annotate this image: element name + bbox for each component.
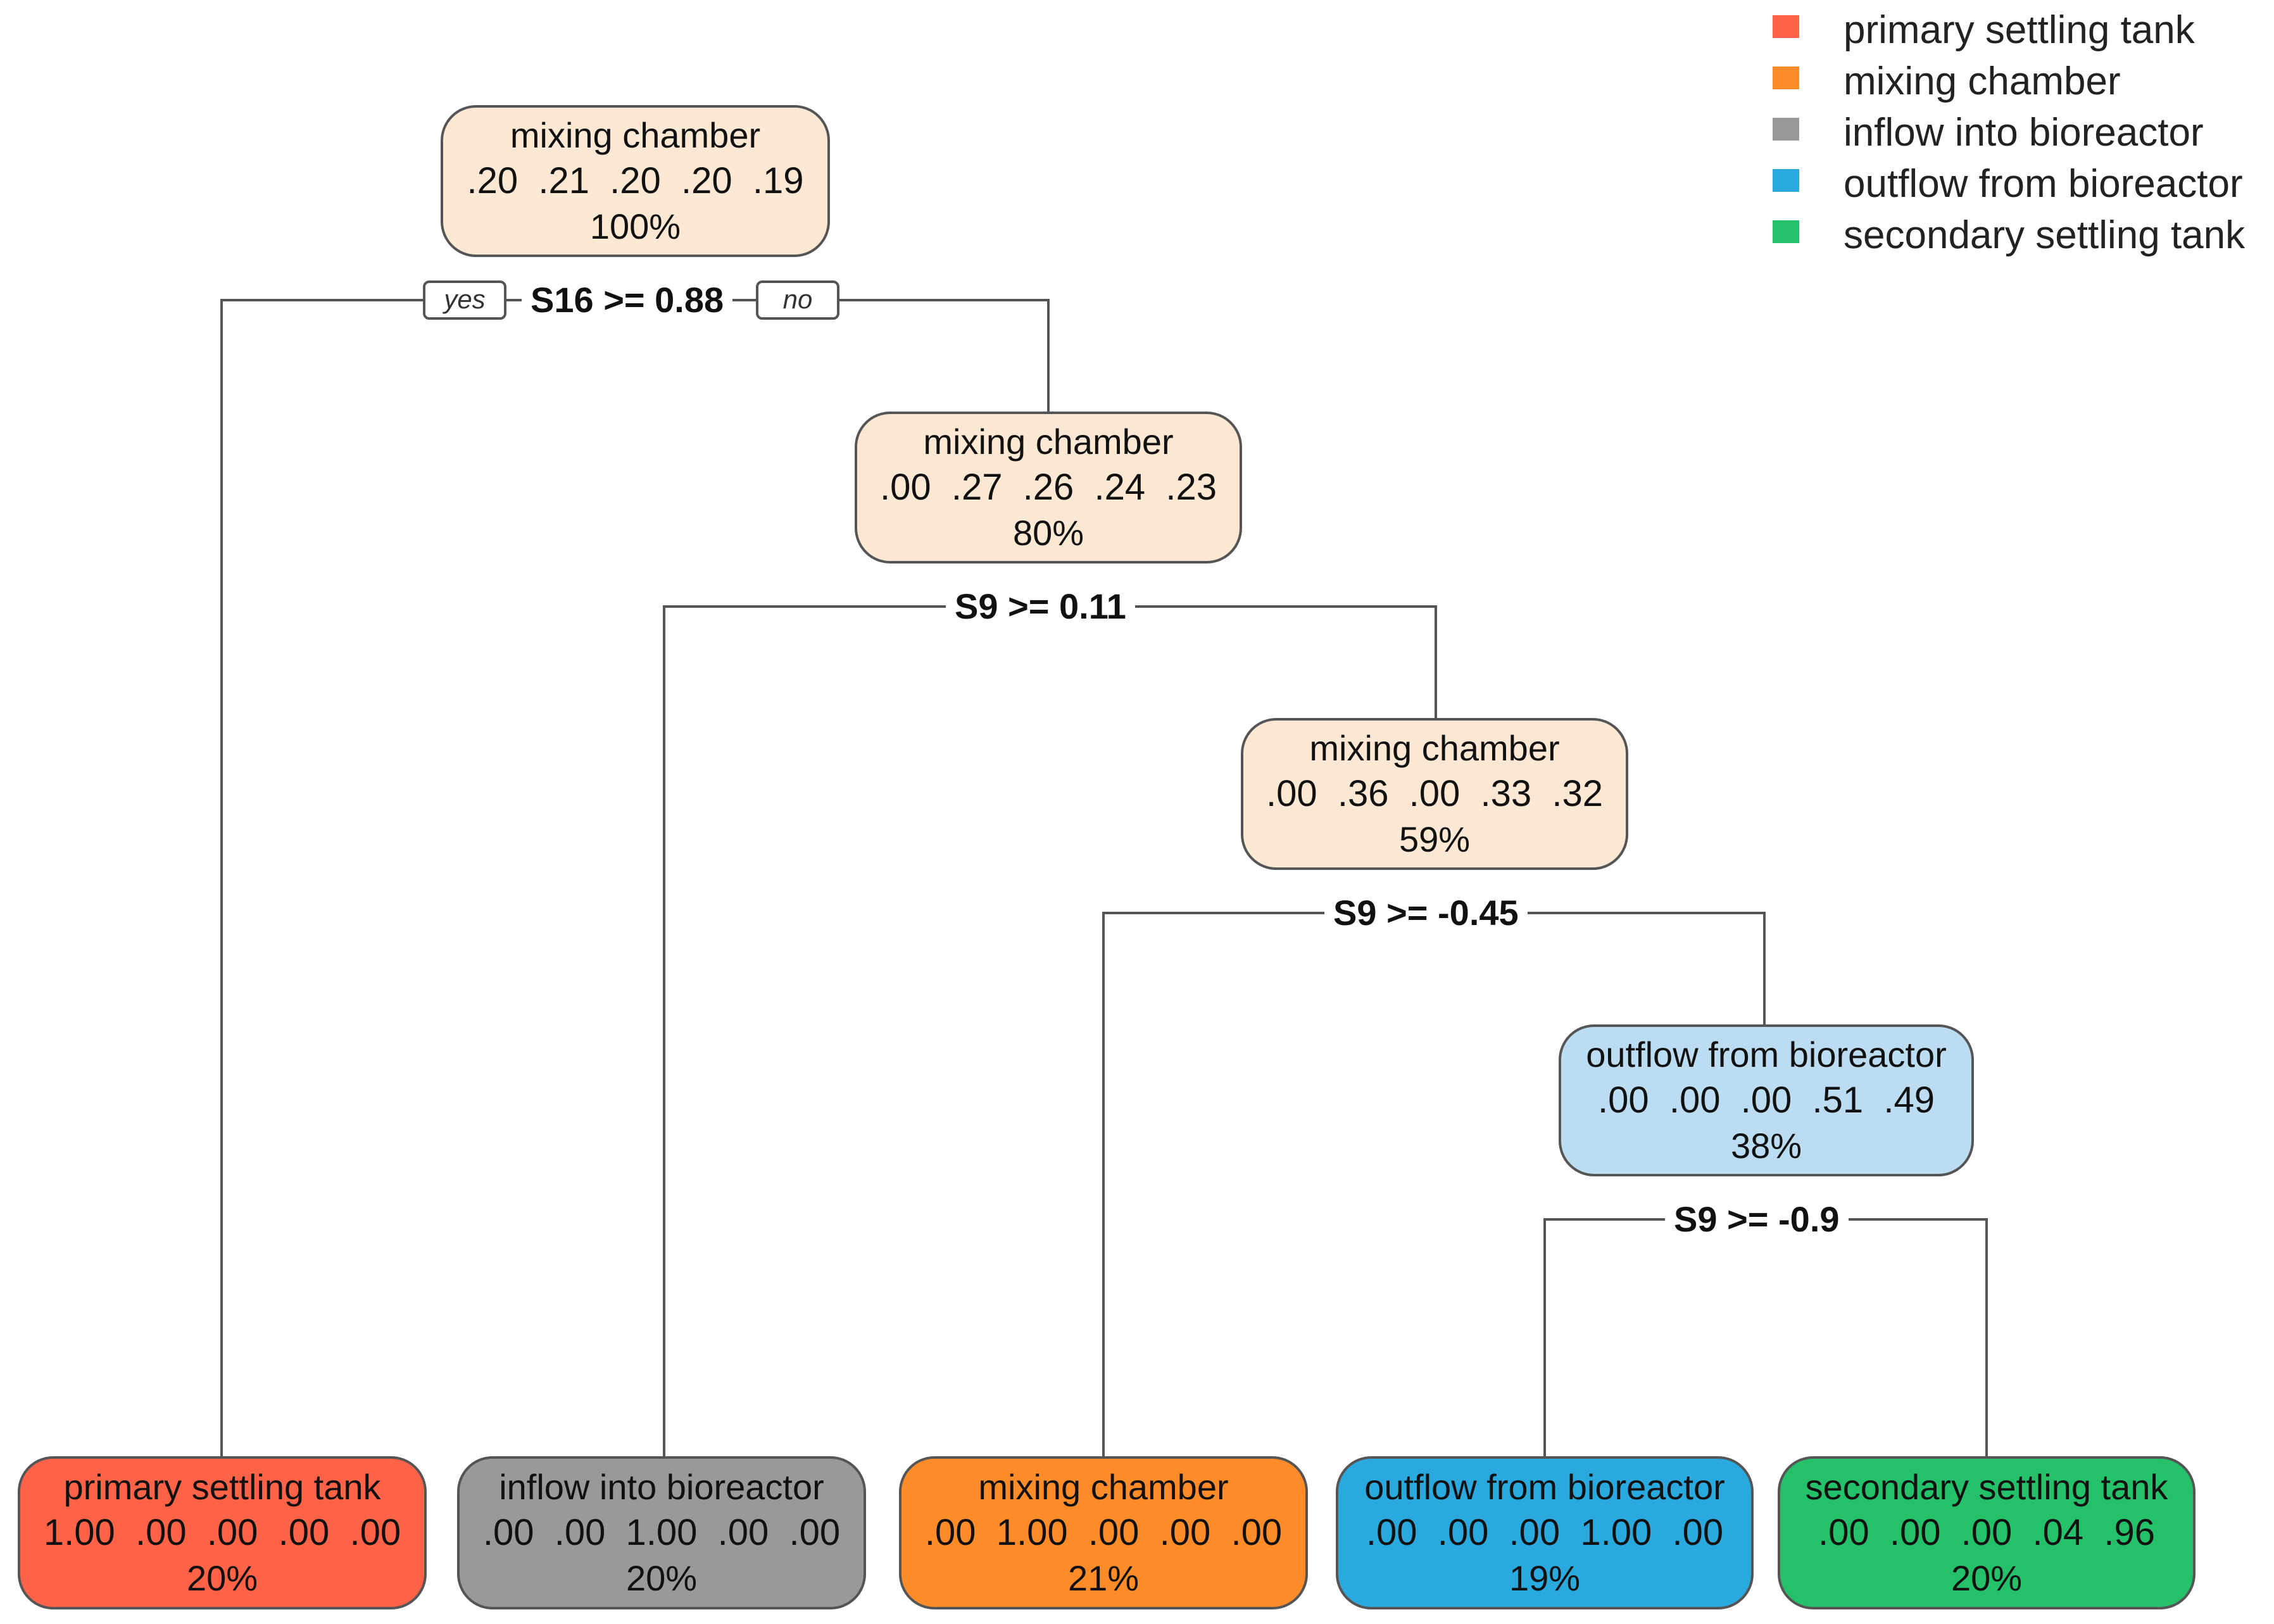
node-percentage: 20% [186,1558,258,1598]
node-percentage: 80% [1012,513,1084,553]
node-percentage: 100% [589,206,681,246]
node-probabilities: .00 .36 .00 .33 .32 [1266,773,1604,814]
legend-swatch [1773,220,1799,243]
node-3: mixing chamber .00 .36 .00 .33 .32 59% [1241,718,1628,870]
node-class-label: outflow from bioreactor [1364,1467,1725,1507]
legend-label: outflow from bioreactor [1844,162,2243,206]
node-probabilities: .00 .00 1.00 .00 .00 [482,1512,841,1553]
legend-label: secondary settling tank [1844,213,2246,257]
node-class-label: mixing chamber [510,115,761,155]
node-class-label: mixing chamber [923,422,1174,462]
legend-label: mixing chamber [1844,60,2121,103]
legend-swatch [1773,15,1799,38]
split-rule-4: S9 >= -0.9 [1665,1199,1849,1240]
node-class-label: mixing chamber [1309,728,1560,768]
yes-branch-label: yes [423,280,506,320]
leaf-mixing-chamber: mixing chamber .00 1.00 .00 .00 .00 21% [899,1456,1308,1609]
node-probabilities: .20 .21 .20 .20 .19 [467,160,804,201]
no-branch-label: no [756,280,839,320]
node-class-label: mixing chamber [978,1467,1229,1507]
leaf-secondary-settling-tank: secondary settling tank .00 .00 .00 .04 … [1778,1456,2195,1609]
node-class-label: primary settling tank [63,1467,381,1507]
node-probabilities: .00 .27 .26 .24 .23 [879,467,1217,508]
node-class-label: inflow into bioreactor [499,1467,824,1507]
leaf-outflow-from-bioreactor: outflow from bioreactor .00 .00 .00 1.00… [1336,1456,1754,1609]
node-4: outflow from bioreactor .00 .00 .00 .51 … [1559,1024,1974,1176]
node-root: mixing chamber .20 .21 .20 .20 .19 100% [441,105,830,257]
legend-label: inflow into bioreactor [1844,111,2204,154]
node-class-label: outflow from bioreactor [1586,1035,1947,1074]
node-percentage: 38% [1730,1126,1802,1166]
split-rule-1: S16 >= 0.88 [522,279,733,321]
node-percentage: 21% [1067,1558,1140,1598]
node-probabilities: .00 .00 .00 .51 .49 [1597,1080,1935,1121]
legend-swatch [1773,169,1799,192]
node-probabilities: .00 1.00 .00 .00 .00 [924,1512,1283,1553]
node-2: mixing chamber .00 .27 .26 .24 .23 80% [855,412,1242,563]
legend-label: primary settling tank [1844,8,2195,52]
node-percentage: 59% [1398,819,1471,859]
node-percentage: 20% [1950,1558,2023,1598]
node-probabilities: .00 .00 .00 .04 .96 [1818,1512,2156,1553]
leaf-primary-settling-tank: primary settling tank 1.00 .00 .00 .00 .… [18,1456,427,1609]
node-class-label: secondary settling tank [1805,1467,2168,1507]
node-percentage: 19% [1509,1558,1581,1598]
split-rule-3: S9 >= -0.45 [1324,892,1528,934]
leaf-inflow-into-bioreactor: inflow into bioreactor .00 .00 1.00 .00 … [457,1456,866,1609]
node-probabilities: 1.00 .00 .00 .00 .00 [43,1512,401,1553]
node-percentage: 20% [625,1558,698,1598]
node-probabilities: .00 .00 .00 1.00 .00 [1366,1512,1724,1553]
split-rule-2: S9 >= 0.11 [946,586,1135,627]
legend-swatch [1773,66,1799,89]
legend-swatch [1773,118,1799,141]
